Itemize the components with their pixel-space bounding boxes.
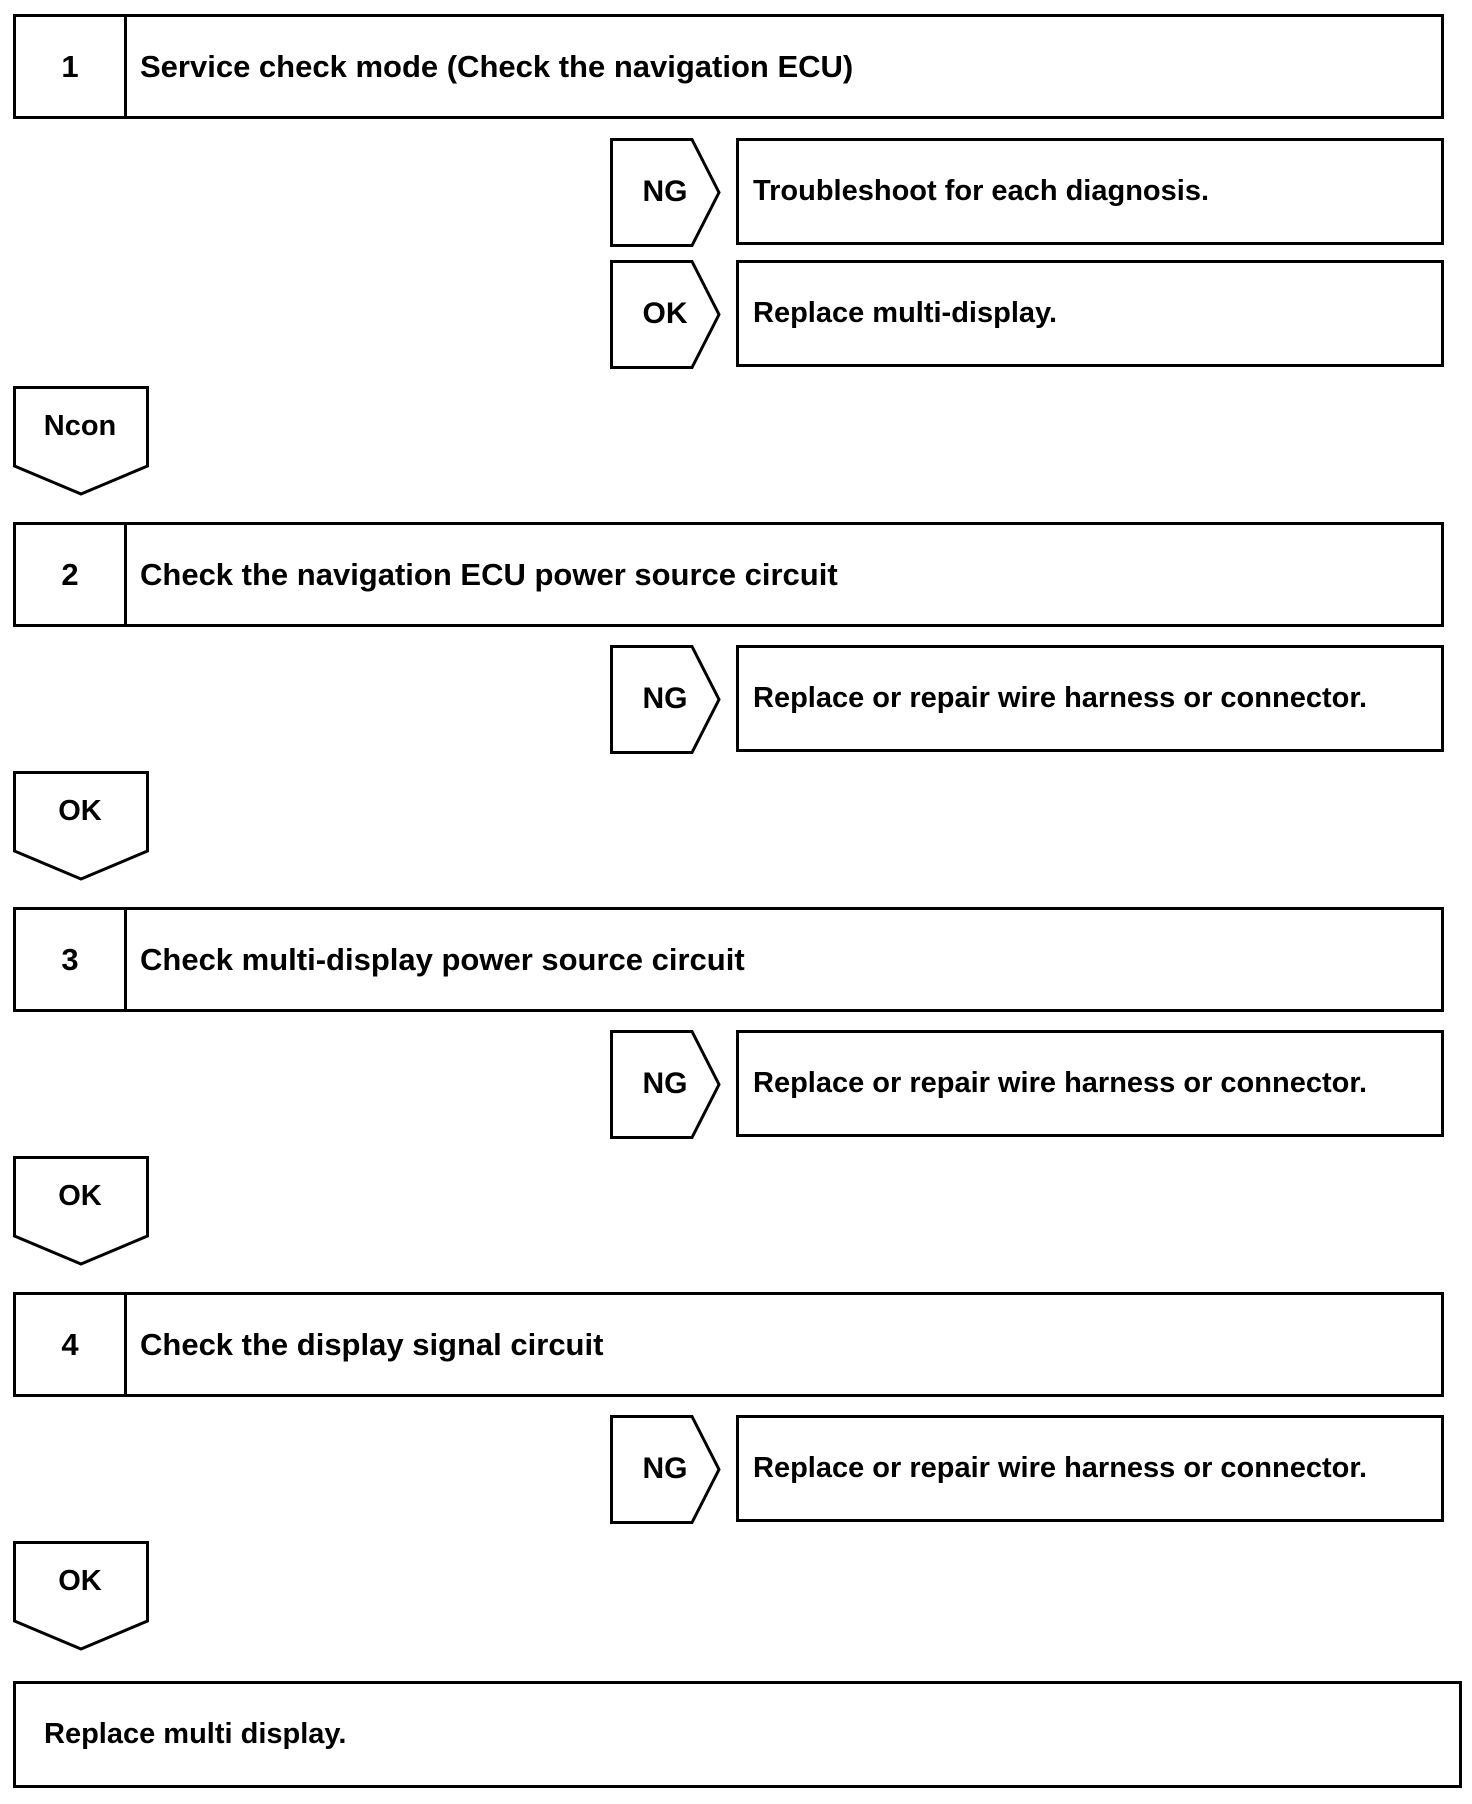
transition-arrow-4 [13, 1541, 149, 1651]
transition-arrow-3 [13, 1156, 149, 1266]
step-1-title: Service check mode (Check the navigation… [140, 48, 854, 84]
step-4-box: 4 Check the display signal circuit [13, 1292, 1444, 1397]
transition-4-label: OK [58, 1564, 102, 1597]
transition-arrow-1 [13, 386, 149, 496]
transition-arrow-2 [13, 771, 149, 881]
final-action-box: Replace multi display. [13, 1681, 1462, 1788]
branch-5-result: Replace or repair wire harness or connec… [736, 1415, 1444, 1522]
step-3-number: 3 [16, 910, 127, 1009]
transition-3-label: OK [58, 1179, 102, 1212]
transition-1-label: Ncon [43, 409, 117, 442]
branch-arrow-3 [610, 645, 721, 754]
branch-arrow-5 [610, 1415, 721, 1524]
branch-1-label: NG [642, 174, 688, 208]
branch-1-result: Troubleshoot for each diagnosis. [736, 138, 1444, 245]
branch-5-label: NG [642, 1451, 688, 1485]
step-1-number: 1 [16, 17, 127, 116]
step-2-title: Check the navigation ECU power source ci… [140, 556, 838, 592]
branch-4-result: Replace or repair wire harness or connec… [736, 1030, 1444, 1137]
step-3-box: 3 Check multi-display power source circu… [13, 907, 1444, 1012]
step-4-number: 4 [16, 1295, 127, 1394]
branch-3-label: NG [642, 681, 688, 715]
branch-3-result: Replace or repair wire harness or connec… [736, 645, 1444, 752]
step-3-title: Check multi-display power source circuit [140, 941, 745, 977]
transition-2-label: OK [58, 794, 102, 827]
step-2-box: 2 Check the navigation ECU power source … [13, 522, 1444, 627]
branch-arrow-4 [610, 1030, 721, 1139]
branch-4-label: NG [642, 1066, 688, 1100]
branch-2-label: OK [642, 296, 688, 330]
branch-arrow-2 [610, 260, 721, 369]
branch-arrow-1 [610, 138, 721, 247]
step-2-number: 2 [16, 525, 127, 624]
step-1-box: 1 Service check mode (Check the navigati… [13, 14, 1444, 119]
branch-2-result: Replace multi-display. [736, 260, 1444, 367]
step-4-title: Check the display signal circuit [140, 1326, 604, 1362]
